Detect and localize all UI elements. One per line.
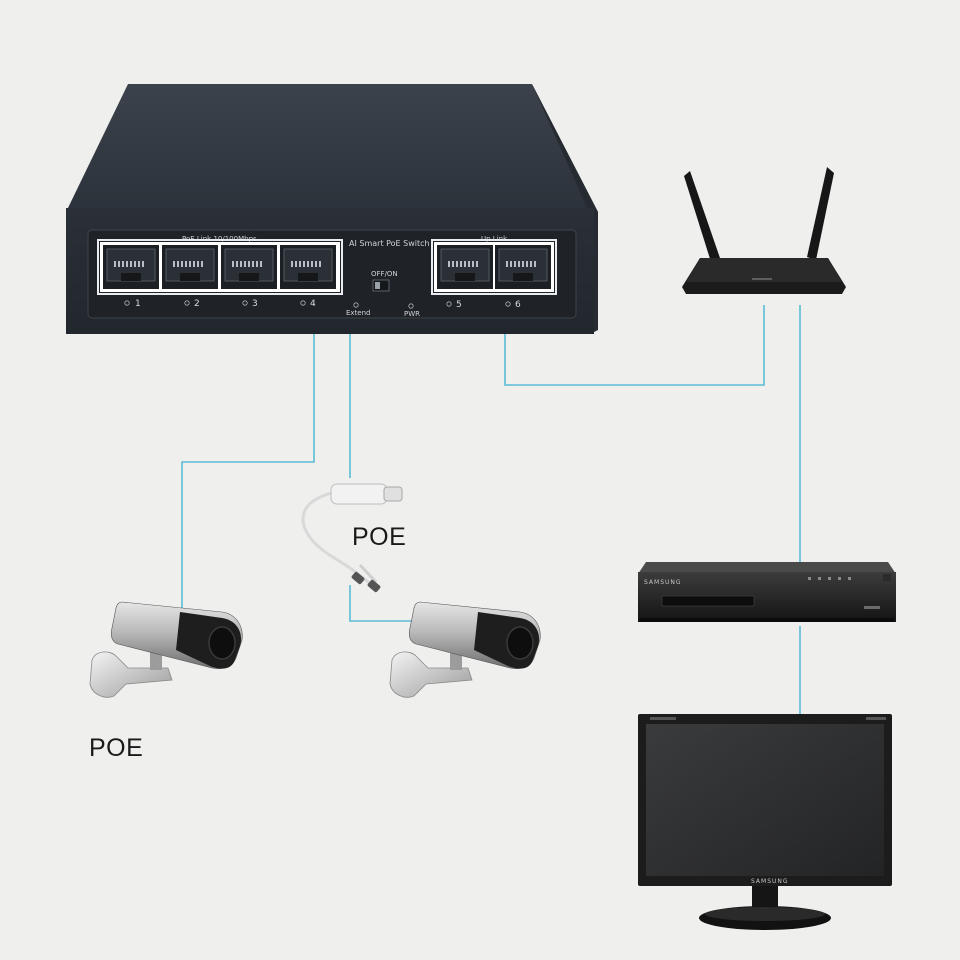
dip-switch[interactable] xyxy=(372,279,390,292)
pwr-led-icon xyxy=(408,303,414,309)
ethernet-port-2[interactable] xyxy=(161,244,219,290)
poe-switch: PoE Link 10/100Mbps AI Smart PoE Switch … xyxy=(66,84,598,334)
cables xyxy=(181,305,801,716)
port-number: 2 xyxy=(194,299,200,309)
port-number: 6 xyxy=(515,300,521,310)
port-numbers: 1 2 3 4 5 6 xyxy=(124,299,521,310)
cable-injector-to-camera-right xyxy=(349,585,414,622)
ports-group-right-frame xyxy=(431,239,557,295)
cctv-camera-right xyxy=(389,601,541,698)
nvr-recorder: SAMSUNG xyxy=(638,562,896,622)
camera-left-mount xyxy=(89,651,173,698)
port-number: 4 xyxy=(310,299,316,309)
ethernet-port-5[interactable] xyxy=(436,244,494,290)
monitor-neck xyxy=(752,886,778,908)
monitor-screen xyxy=(646,724,884,876)
nvr-disc-tray xyxy=(661,595,755,607)
switch-top-panel xyxy=(66,84,598,212)
splitter-body xyxy=(330,483,388,505)
ethernet-port-6[interactable] xyxy=(494,244,552,290)
pwr-label: PWR xyxy=(404,310,420,318)
ports-group-left-frame xyxy=(97,239,343,295)
ethernet-port-1[interactable] xyxy=(102,244,160,290)
camera-left-lens xyxy=(208,626,236,660)
port-number: 3 xyxy=(252,299,258,309)
splitter-cable xyxy=(301,490,373,587)
wifi-router xyxy=(682,167,846,294)
poe-camera-label: POE xyxy=(89,734,143,762)
extend-label: Extend xyxy=(346,309,371,317)
poe-splitter xyxy=(301,483,403,593)
port-number: 5 xyxy=(456,300,462,310)
router-antenna-left xyxy=(684,171,720,262)
cctv-camera-left xyxy=(89,601,243,698)
dip-switch-label: OFF/ON xyxy=(371,270,398,278)
switch-model-label: AI Smart PoE Switch xyxy=(349,239,430,248)
poe-injector-label: POE xyxy=(352,523,406,551)
monitor-brand: SAMSUNG xyxy=(751,878,789,885)
ethernet-port-3[interactable] xyxy=(220,244,278,290)
router-antenna-right xyxy=(807,167,834,260)
extend-led-icon xyxy=(353,302,359,308)
camera-right-mount xyxy=(389,651,473,698)
monitor: SAMSUNG xyxy=(638,714,892,930)
cable-uplink-to-router xyxy=(504,305,765,386)
ethernet-port-4[interactable] xyxy=(279,244,337,290)
port-number: 1 xyxy=(135,299,141,309)
cable-port2-to-camera-left xyxy=(181,334,315,612)
camera-right-lens xyxy=(506,626,534,660)
nvr-brand: SAMSUNG xyxy=(644,579,682,586)
